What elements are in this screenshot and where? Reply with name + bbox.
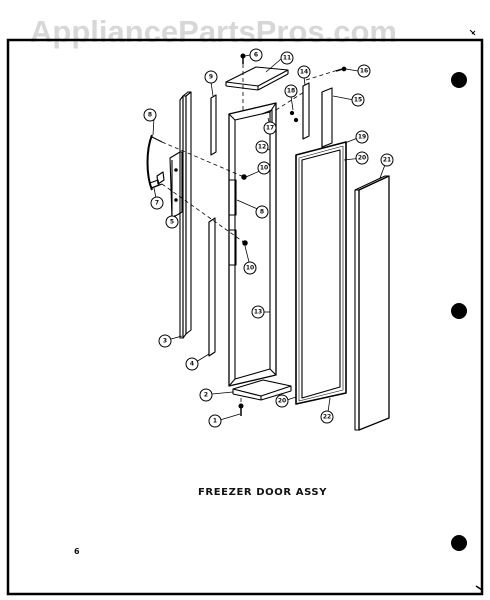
- page-number: 6: [74, 547, 80, 556]
- corner-mark-top: [469, 29, 476, 36]
- callout-9: 9: [209, 74, 213, 81]
- part-6-top-screw: [240, 53, 246, 64]
- callout-circle-16: [357, 64, 371, 78]
- callout-circle-20b: [275, 394, 289, 408]
- callout-circle-17: [263, 121, 277, 135]
- callout-circle-15: [351, 93, 365, 107]
- callout-2: 2: [204, 392, 208, 399]
- part-14-strip: [302, 82, 310, 140]
- part-11-top-cap: [225, 66, 289, 91]
- callout-circle-20a: [355, 151, 369, 165]
- callout-4: 4: [190, 361, 194, 368]
- part-18-screws: [289, 110, 299, 123]
- punch-hole-top: [451, 72, 467, 88]
- corner-mark-bottom: [475, 585, 483, 591]
- callout-19: 19: [358, 134, 366, 141]
- callout-21: 21: [383, 157, 391, 164]
- callout-circle-13: [251, 305, 265, 319]
- callout-8: 8: [148, 112, 152, 119]
- diagram-caption: FREEZER DOOR ASSY: [198, 487, 328, 498]
- part-9-upper-strip: [210, 94, 217, 156]
- callout-circle-19: [355, 130, 369, 144]
- callout-circle-7: [150, 196, 164, 210]
- callout-circle-4: [185, 357, 199, 371]
- callout-20-lower: 20: [278, 398, 286, 405]
- callout-5: 5: [170, 219, 174, 226]
- punch-hole-bottom: [451, 535, 467, 551]
- callout-3: 3: [163, 338, 167, 345]
- callout-circle-1: [208, 414, 222, 428]
- callout-18-upper: 18: [287, 88, 295, 95]
- callout-8-lower: 8: [260, 209, 264, 216]
- callout-circle-14: [297, 65, 311, 79]
- watermark: AppliancePartsPros.com: [30, 14, 397, 49]
- callout-16: 16: [360, 68, 368, 75]
- part-16-screw: [335, 66, 347, 72]
- callout-10-lower: 10: [246, 265, 254, 272]
- part-10-screw-upper: [241, 174, 247, 180]
- callout-circle-2: [199, 388, 213, 402]
- part-5-hinge-plate: [169, 151, 183, 219]
- part-19-20-gasket-frame: [295, 141, 347, 405]
- callout-circle-6: [249, 48, 263, 62]
- callout-labels: 6 11 9 18 14 16 15 17 8 12 10 8 5 7 10 1…: [148, 52, 391, 425]
- callout-6: 6: [254, 52, 258, 59]
- part-4-lower-strip: [208, 217, 216, 357]
- page-border: [6, 38, 484, 596]
- callout-circle-9: [204, 70, 218, 84]
- callout-circle-21: [380, 153, 394, 167]
- callout-20-upper: 20: [358, 155, 366, 162]
- punch-hole-middle: [451, 303, 467, 319]
- callout-circle-12: [255, 140, 269, 154]
- assembly-guide-lines: [161, 64, 339, 404]
- part-12-13-door-frame: [228, 102, 277, 387]
- callout-1: 1: [213, 418, 217, 425]
- callout-12: 12: [258, 144, 266, 151]
- callout-22: 22: [323, 414, 331, 421]
- callout-circle-3: [158, 334, 172, 348]
- callout-11: 11: [283, 55, 291, 62]
- part-3-trim-strip: [179, 91, 192, 339]
- callout-7: 7: [155, 200, 159, 207]
- callout-circle-18a: [284, 84, 298, 98]
- callout-15: 15: [354, 97, 362, 104]
- callout-circle-22: [320, 410, 334, 424]
- callout-circle-10a: [257, 161, 271, 175]
- callout-circles: [143, 48, 394, 428]
- part-1-bottom-screw: [238, 403, 244, 416]
- callout-circle-10b: [243, 261, 257, 275]
- part-2-bottom-cap: [232, 379, 292, 401]
- callout-circle-11: [280, 51, 294, 65]
- part-15-strip: [321, 87, 333, 148]
- callout-circle-8: [143, 108, 157, 122]
- part-8-handle: [146, 134, 165, 191]
- callout-13: 13: [254, 309, 262, 316]
- callout-circle-5: [165, 215, 179, 229]
- callout-10-upper: 10: [260, 165, 268, 172]
- callout-circle-8b: [255, 205, 269, 219]
- callout-14: 14: [300, 69, 308, 76]
- callout-17: 17: [266, 125, 274, 132]
- part-7-clip: [149, 179, 160, 189]
- part-21-door-panel: [354, 175, 390, 431]
